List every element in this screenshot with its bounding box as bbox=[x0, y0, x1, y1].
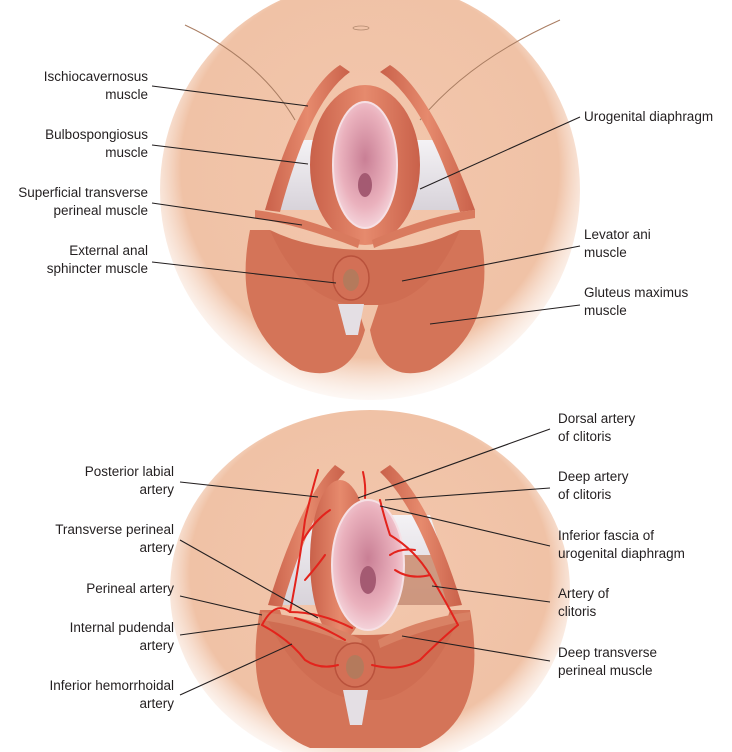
label-inferior-hemorrhoidal-artery: Inferior hemorrhoidal artery bbox=[49, 678, 174, 711]
label-dorsal-artery-of-clitoris: Dorsal artery of clitoris bbox=[558, 411, 636, 444]
label-levator-ani: Levator ani muscle bbox=[584, 227, 651, 260]
leader-deep-transverse bbox=[401, 635, 551, 662]
leader-deep-artery bbox=[384, 487, 551, 501]
bottom-panel-illustration bbox=[170, 410, 570, 752]
posterior-labial-artery-path bbox=[289, 469, 319, 613]
gluteus-right bbox=[370, 230, 485, 374]
label-urogenital-diaphragm: Urogenital diaphragm bbox=[584, 109, 714, 124]
inferior-hemorrhoidal-artery-path bbox=[261, 624, 339, 668]
anus bbox=[343, 269, 359, 291]
label-deep-artery-of-clitoris: Deep artery of clitoris bbox=[558, 469, 629, 502]
leader-transverse-perineal bbox=[179, 539, 319, 619]
label-external-anal-sphincter: External anal sphincter muscle bbox=[46, 243, 148, 276]
leader-bulbospongiosus bbox=[151, 144, 309, 165]
posterior-labial-branch bbox=[302, 509, 331, 581]
leader-levator-ani bbox=[401, 245, 581, 282]
gluteus-right-bottom bbox=[365, 610, 475, 748]
leader-superficial-transverse bbox=[151, 202, 303, 226]
leader-gluteus-maximus bbox=[429, 304, 581, 325]
label-posterior-labial-artery: Posterior labial artery bbox=[84, 464, 174, 497]
vulva-mucosa bbox=[332, 101, 398, 229]
label-artery-of-clitoris: Artery of clitoris bbox=[558, 586, 610, 619]
leader-inferior-hemorrhoidal bbox=[179, 643, 293, 696]
label-ischiocavernosus: Ischiocavernosus muscle bbox=[43, 69, 148, 102]
vulva-mucosa-bottom bbox=[331, 499, 405, 631]
leader-posterior-labial bbox=[179, 481, 319, 498]
anococcygeal-fascia-bottom bbox=[343, 690, 368, 725]
anus-bottom bbox=[346, 655, 364, 679]
umbilicus-mark bbox=[352, 25, 370, 31]
superficial-transverse-left bbox=[255, 210, 360, 248]
transverse-perineal-artery-path bbox=[294, 617, 346, 641]
top-panel-illustration bbox=[160, 0, 580, 400]
vaginal-opening bbox=[358, 173, 372, 197]
vaginal-opening-bottom bbox=[360, 566, 376, 594]
artery-of-clitoris-branch bbox=[389, 548, 431, 578]
bottom-leader-lines bbox=[179, 428, 551, 696]
ischiocavernosus-right-bottom bbox=[380, 465, 462, 607]
anococcygeal-fascia bbox=[338, 304, 364, 335]
transverse-band-right bbox=[378, 612, 470, 648]
label-superficial-transverse-perineal: Superficial transverse perineal muscle bbox=[18, 185, 148, 218]
label-transverse-perineal-artery: Transverse perineal artery bbox=[55, 522, 174, 555]
superficial-transverse-right bbox=[372, 210, 475, 248]
thigh-crease-left bbox=[184, 24, 296, 121]
leader-artery-of-clitoris bbox=[431, 585, 551, 603]
leader-urogenital-diaphragm bbox=[419, 116, 581, 190]
label-perineal-artery: Perineal artery bbox=[86, 581, 174, 596]
leader-external-anal-sphincter bbox=[151, 261, 337, 284]
label-bulbospongiosus: Bulbospongiosus muscle bbox=[45, 127, 148, 160]
leader-ischiocavernosus bbox=[151, 85, 309, 107]
artery-of-clitoris-path bbox=[379, 499, 459, 626]
leader-internal-pudendal bbox=[179, 623, 261, 636]
label-deep-transverse-perineal-muscle: Deep transverse perineal muscle bbox=[558, 645, 658, 678]
leader-inferior-fascia bbox=[379, 505, 551, 547]
label-gluteus-maximus: Gluteus maximus muscle bbox=[584, 285, 689, 318]
transverse-band-left bbox=[262, 612, 362, 648]
leader-perineal-artery bbox=[179, 595, 263, 616]
ischiocavernosus-left bbox=[265, 65, 350, 212]
right-perineal-artery-path bbox=[371, 624, 459, 669]
thigh-crease-right bbox=[419, 19, 561, 121]
label-internal-pudendal-artery: Internal pudendal artery bbox=[69, 620, 174, 653]
gluteus-left bbox=[245, 230, 365, 374]
leader-dorsal-artery bbox=[357, 428, 551, 499]
label-inferior-fascia-urogenital-diaphragm: Inferior fascia of urogenital diaphragm bbox=[558, 528, 685, 561]
top-leader-lines bbox=[151, 85, 581, 325]
